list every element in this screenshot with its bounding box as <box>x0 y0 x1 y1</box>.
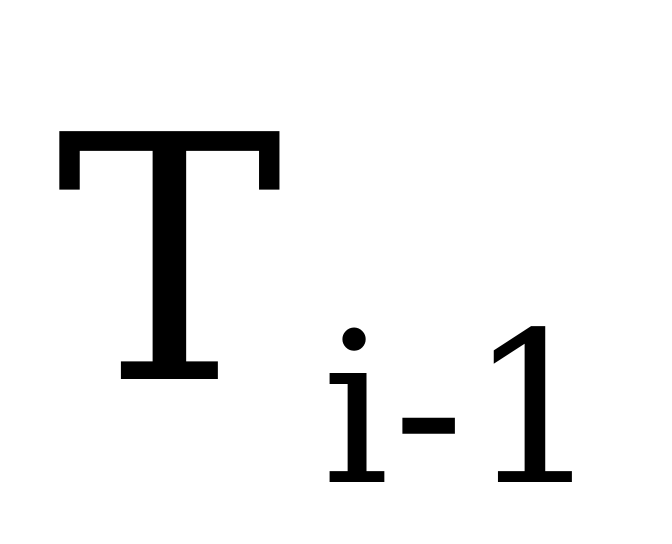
subscript: i-1 <box>322 287 606 532</box>
base-symbol: T <box>56 64 283 460</box>
